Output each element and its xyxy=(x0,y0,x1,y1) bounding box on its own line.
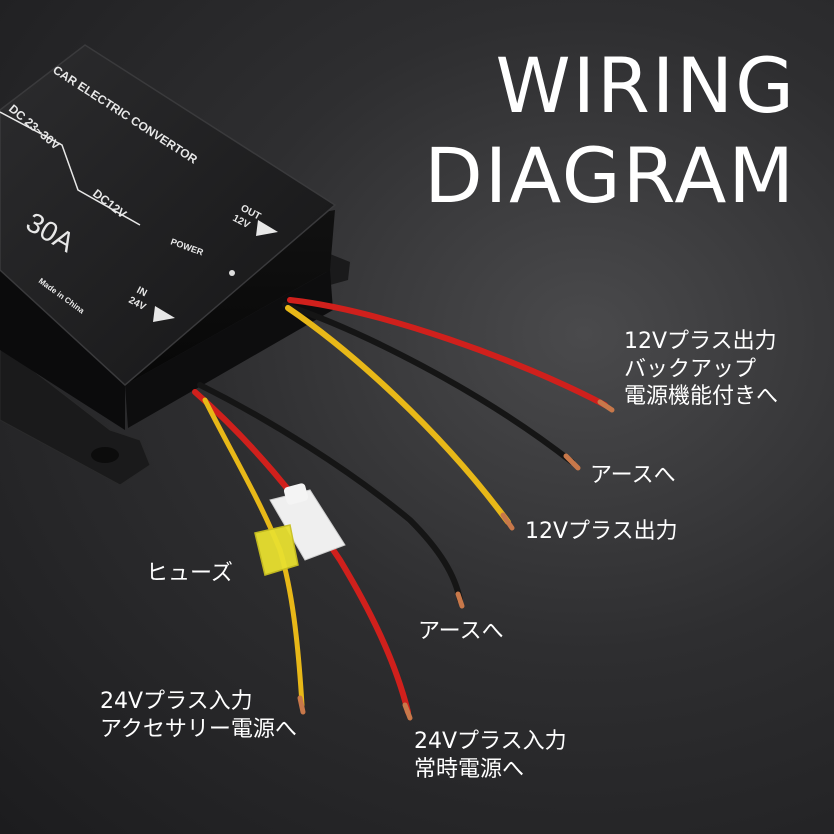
label-fuse: ヒューズ xyxy=(146,561,233,586)
voltage-divider-line xyxy=(0,111,141,226)
label-output-backup-line2: バックアップ xyxy=(624,356,757,382)
input-black-tip xyxy=(455,591,465,609)
output-black-wire xyxy=(282,302,575,465)
input-red-tip xyxy=(402,702,413,721)
input-red-wire xyxy=(192,389,411,715)
label-input-acc-line2: アクセサリー電源へ xyxy=(100,716,297,742)
output-yellow-wire xyxy=(285,305,511,525)
in-label: IN xyxy=(135,285,149,299)
label-output-plus: 12Vプラス出力 xyxy=(525,519,678,544)
label-output-ground: アースへ xyxy=(590,463,676,488)
output-yellow-tip xyxy=(500,512,515,531)
input-black-wire xyxy=(197,382,463,603)
output-red-wire xyxy=(287,297,608,408)
fuse-icon xyxy=(254,524,299,576)
mounting-hole xyxy=(91,447,119,463)
label-output-backup-line3: 電源機能付きへ xyxy=(624,384,779,409)
label-input-acc: 24Vプラス入力 アクセサリー電源へ xyxy=(100,688,297,743)
label-input-constant-line2: 常時電源へ xyxy=(414,756,525,782)
label-input-acc-line1: 24Vプラス入力 xyxy=(100,689,253,714)
output-black-tip xyxy=(563,453,581,471)
label-output-backup: 12Vプラス出力 バックアップ 電源機能付きへ xyxy=(624,328,778,411)
power-led xyxy=(229,270,235,276)
label-input-constant: 24Vプラス入力 常時電源へ xyxy=(414,728,567,783)
label-input-constant-line1: 24Vプラス入力 xyxy=(414,729,567,754)
title-line-1: WIRING xyxy=(495,41,796,130)
converter-top xyxy=(0,44,337,387)
label-output-backup-line1: 12Vプラス出力 xyxy=(624,329,777,354)
output-red-tip xyxy=(597,399,615,413)
out-arrow-icon xyxy=(256,220,278,236)
title-line-2: DIAGRAM xyxy=(424,131,796,220)
in-arrow-icon xyxy=(153,306,175,322)
output-wires xyxy=(282,297,615,531)
label-input-ground: アースへ xyxy=(418,619,504,644)
input-yellow-tip xyxy=(297,695,306,715)
